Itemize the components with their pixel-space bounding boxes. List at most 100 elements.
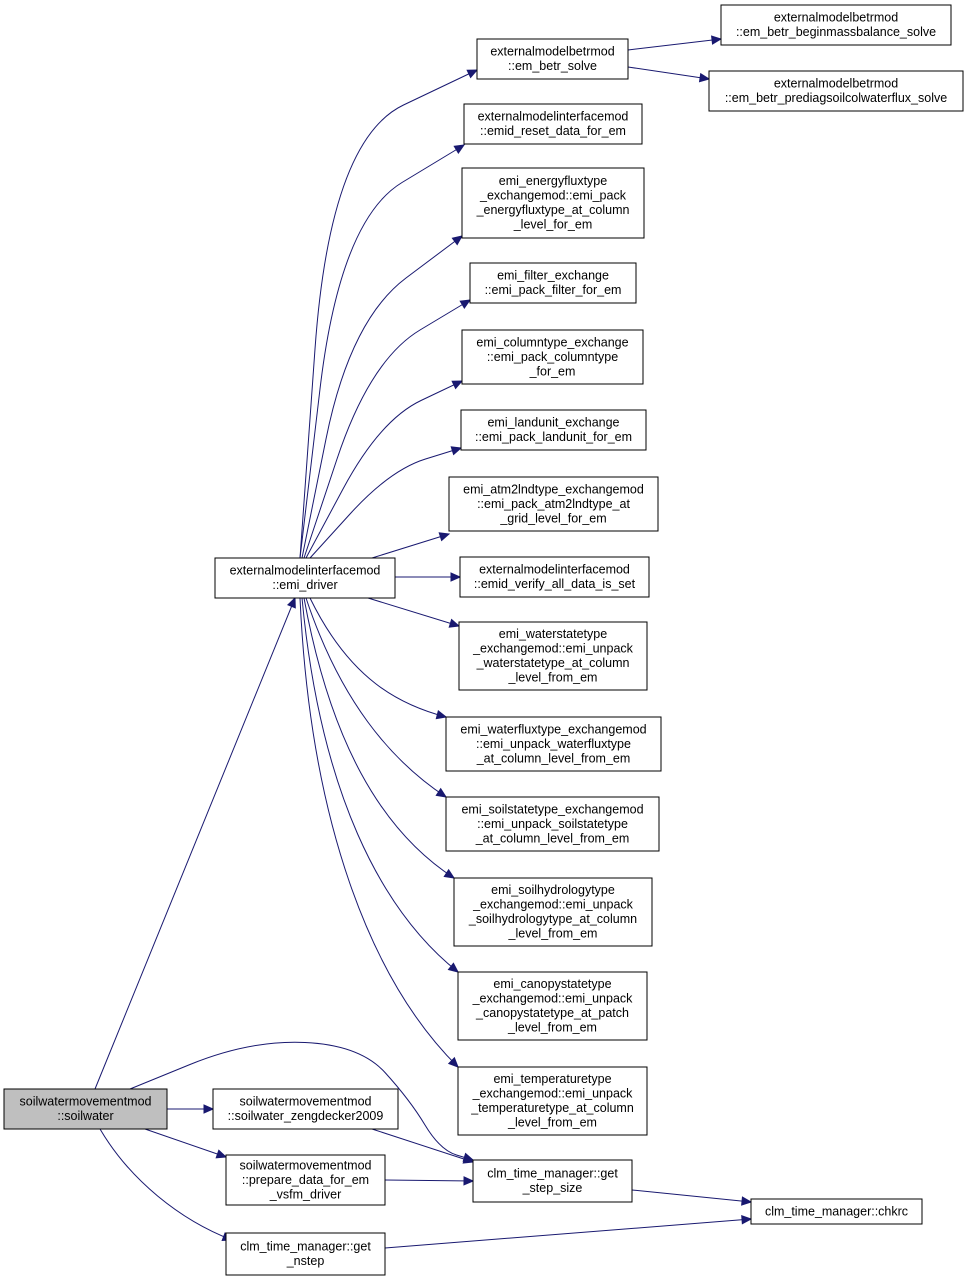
node-label: _nstep <box>286 1254 325 1268</box>
node-label: _step_size <box>522 1181 583 1195</box>
edge-line <box>305 597 447 798</box>
node-label: _exchangemod::emi_unpack <box>472 642 634 656</box>
node-atm2lnd[interactable]: emi_atm2lndtype_exchangemod::emi_pack_at… <box>448 476 659 532</box>
edge-soilwater-to-prepare <box>144 1128 228 1159</box>
arrow-head-icon <box>451 235 463 246</box>
edge-emi_driver-to-waterstate <box>367 597 461 628</box>
node-prediag[interactable]: externalmodelbetrmod::em_betr_prediagsoi… <box>708 70 964 112</box>
node-box <box>448 476 659 532</box>
node-label: _level_from_em <box>507 1021 597 1035</box>
node-box <box>750 1198 923 1225</box>
edge-emi_driver-to-temperature <box>299 597 459 1068</box>
node-label: emi_soilstatetype_exchangemod <box>461 802 643 816</box>
node-canopy[interactable]: emi_canopystatetype_exchangemod::emi_unp… <box>457 971 648 1041</box>
node-em_betr_solve[interactable]: externalmodelbetrmod::em_betr_solve <box>476 38 629 80</box>
node-label: ::em_betr_beginmassbalance_solve <box>736 25 936 39</box>
node-filter[interactable]: emi_filter_exchange::emi_pack_filter_for… <box>469 262 637 304</box>
edge-line <box>367 597 460 627</box>
arrow-head-icon <box>203 1104 215 1114</box>
arrow-head-icon <box>463 1176 475 1186</box>
node-label: emi_soilhydrologytype <box>491 883 615 897</box>
node-box <box>461 329 644 385</box>
node-label: _grid_level_for_em <box>499 511 606 525</box>
node-soilstate[interactable]: emi_soilstatetype_exchangemod::emi_unpac… <box>445 796 660 852</box>
node-label: ::emi_unpack_waterfluxtype <box>476 737 631 751</box>
edge-line <box>144 1128 227 1158</box>
node-verify[interactable]: externalmodelinterfacemod::emid_verify_a… <box>459 556 650 598</box>
node-box <box>453 877 653 947</box>
node-label: emi_canopystatetype <box>493 977 611 991</box>
node-zengdecker[interactable]: soilwatermovementmod::soilwater_zengdeck… <box>212 1088 399 1130</box>
node-label: ::soilwater_zengdecker2009 <box>228 1109 384 1123</box>
arrow-head-icon <box>451 380 464 390</box>
edge-line <box>301 597 459 973</box>
node-box <box>212 1088 399 1130</box>
node-prepare[interactable]: soilwatermovementmod::prepare_data_for_e… <box>225 1154 386 1206</box>
node-label: _level_from_em <box>508 671 598 685</box>
node-label: ::emi_pack_filter_for_em <box>485 283 622 297</box>
arrow-head-icon <box>435 709 448 720</box>
node-label: ::em_betr_solve <box>508 59 597 73</box>
node-energyflux[interactable]: emi_energyfluxtype_exchangemod::emi_pack… <box>461 167 645 239</box>
edge-get_nstep-to-chkrc <box>384 1214 753 1249</box>
node-box <box>460 409 647 451</box>
arrow-head-icon <box>447 962 459 973</box>
node-label: ::emi_pack_landunit_for_em <box>475 430 632 444</box>
node-waterstate[interactable]: emi_waterstatetype_exchangemod::emi_unpa… <box>458 621 648 691</box>
node-chkrc[interactable]: clm_time_manager::chkrc <box>750 1198 923 1225</box>
edge-line <box>305 380 463 559</box>
node-label: _temperaturetype_at_column <box>470 1101 634 1115</box>
edge-prepare-to-get_step_size <box>384 1176 475 1186</box>
node-temperature[interactable]: emi_temperaturetype_exchangemod::emi_unp… <box>457 1066 648 1136</box>
node-label: _exchangemod::emi_unpack <box>472 992 634 1006</box>
arrow-head-icon <box>711 35 723 45</box>
call-nodes: soilwatermovementmod::soilwater externalm… <box>3 4 964 1276</box>
node-label: emi_filter_exchange <box>497 269 609 283</box>
node-label: _exchangemod::emi_pack <box>479 189 627 203</box>
edge-line <box>99 1128 233 1241</box>
node-label: ::emi_pack_atm2lndtype_at <box>477 497 630 511</box>
edge-line <box>299 144 465 559</box>
node-label: _at_column_level_from_em <box>476 751 631 765</box>
arrow-head-icon <box>286 596 296 609</box>
node-beginmass[interactable]: externalmodelbetrmod::em_betr_beginmassb… <box>720 4 952 46</box>
node-soilwater[interactable]: soilwatermovementmod::soilwater <box>3 1088 168 1130</box>
node-label: ::emid_reset_data_for_em <box>480 124 626 138</box>
node-label: emi_columntype_exchange <box>476 335 628 349</box>
edge-line <box>94 597 296 1090</box>
node-get_step_size[interactable]: clm_time_manager::get_step_size <box>472 1159 633 1203</box>
node-columntype[interactable]: emi_columntype_exchange::emi_pack_column… <box>461 329 644 385</box>
edge-em_betr_solve-to-beginmass <box>627 35 723 51</box>
node-reset[interactable]: externalmodelinterfacemod::emid_reset_da… <box>463 103 643 145</box>
edge-line <box>631 1189 752 1203</box>
node-emi_driver[interactable]: externalmodelinterfacemod::emi_driver <box>214 557 396 599</box>
edge-line <box>309 447 462 559</box>
node-landunit[interactable]: emi_landunit_exchange::emi_pack_landunit… <box>460 409 647 451</box>
node-label: ::emi_unpack_soilstatetype <box>477 817 628 831</box>
arrow-head-icon <box>450 446 463 456</box>
node-box <box>472 1159 633 1203</box>
node-label: clm_time_manager::chkrc <box>765 1204 908 1218</box>
node-label: clm_time_manager::get <box>240 1240 371 1254</box>
edge-line <box>627 66 710 80</box>
node-label: _waterstatetype_at_column <box>476 656 630 670</box>
node-waterflux[interactable]: emi_waterfluxtype_exchangemod::emi_unpac… <box>445 716 662 772</box>
node-box <box>476 38 629 80</box>
node-get_nstep[interactable]: clm_time_manager::get_nstep <box>225 1232 386 1276</box>
node-label: emi_atm2lndtype_exchangemod <box>463 482 644 496</box>
node-label: emi_temperaturetype <box>493 1072 611 1086</box>
node-label: externalmodelbetrmod <box>774 77 898 91</box>
arrow-head-icon <box>453 144 466 154</box>
edge-emi_driver-to-energyflux <box>301 235 463 559</box>
node-soilhydro[interactable]: emi_soilhydrologytype_exchangemod::emi_u… <box>453 877 653 947</box>
node-box <box>225 1154 386 1206</box>
edge-emi_driver-to-filter <box>303 299 472 559</box>
node-label: externalmodelbetrmod <box>490 45 614 59</box>
node-label: _level_from_em <box>507 1116 597 1130</box>
node-label: _level_for_em <box>513 218 593 232</box>
node-label: externalmodelbetrmod <box>774 11 898 25</box>
arrow-head-icon <box>741 1214 753 1225</box>
node-label: _at_column_level_from_em <box>475 831 630 845</box>
node-box <box>458 621 648 691</box>
